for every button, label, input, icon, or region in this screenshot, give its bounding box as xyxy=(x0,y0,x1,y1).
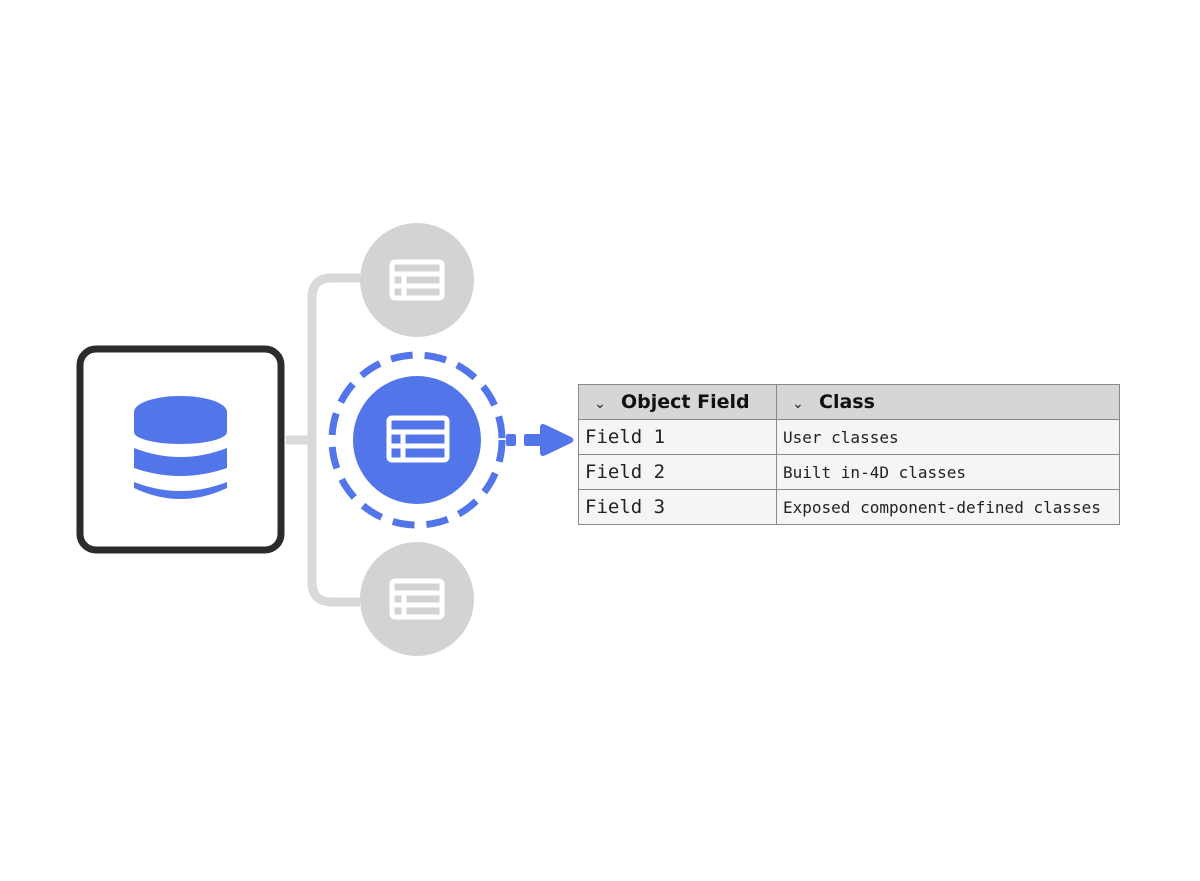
class-cell: Built in-4D classes xyxy=(776,454,1120,490)
selection-ring xyxy=(328,351,506,529)
table-list-icon xyxy=(389,259,445,301)
chevron-down-icon: ⌄ xyxy=(792,396,804,412)
table-node-top[interactable] xyxy=(360,223,474,337)
table-node-bottom[interactable] xyxy=(360,542,474,656)
connector-lines xyxy=(286,273,360,607)
object-field-table: ⌄ Object Field ⌄ Class Field 1 User classe… xyxy=(578,384,1120,525)
table-node-selected[interactable] xyxy=(328,351,506,529)
header-label: Class xyxy=(819,391,875,413)
class-cell: Exposed component-defined classes xyxy=(776,489,1120,525)
database-node[interactable] xyxy=(76,345,285,554)
field-cell: Field 2 xyxy=(578,454,777,490)
field-cell: Field 1 xyxy=(578,419,777,455)
header-label: Object Field xyxy=(621,391,750,413)
table-list-icon xyxy=(389,578,445,620)
table-row[interactable]: Field 3 Exposed component-defined classe… xyxy=(578,489,1120,525)
field-cell: Field 3 xyxy=(578,489,777,525)
header-class[interactable]: ⌄ Class xyxy=(776,384,1120,420)
chevron-down-icon: ⌄ xyxy=(594,396,606,412)
table-header-row: ⌄ Object Field ⌄ Class xyxy=(578,384,1120,420)
table-row[interactable]: Field 2 Built in-4D classes xyxy=(578,454,1120,490)
table-row[interactable]: Field 1 User classes xyxy=(578,419,1120,455)
database-icon xyxy=(134,396,227,499)
table-list-icon xyxy=(386,415,450,463)
branch-line xyxy=(307,273,360,607)
class-cell: User classes xyxy=(776,419,1120,455)
header-object-field[interactable]: ⌄ Object Field xyxy=(578,384,777,420)
database-frame xyxy=(76,345,285,554)
arrow-right-icon xyxy=(506,424,574,456)
